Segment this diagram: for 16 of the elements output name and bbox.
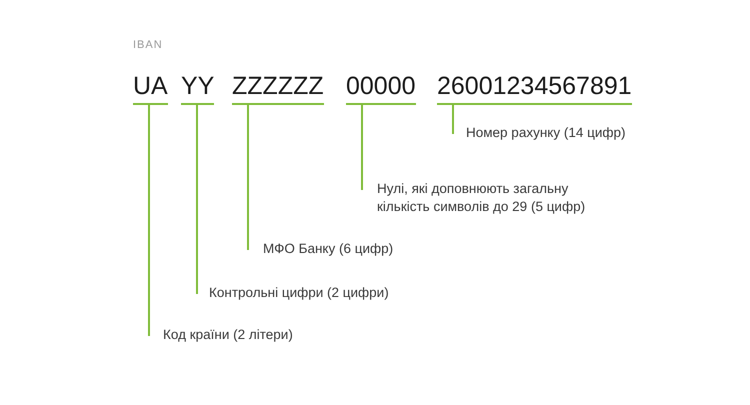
leader-line [196,104,198,294]
leader-line [148,104,150,336]
diagram-title: IBAN [133,39,163,52]
segment-description: Контрольні цифри (2 цифри) [209,284,389,302]
segment-description: МФО Банку (6 цифр) [263,240,394,258]
code-segment: 26001234567891 [437,74,632,105]
code-segment: YY [181,74,214,105]
leader-line [452,104,454,134]
segment-description: Код країни (2 літери) [163,326,293,344]
code-segment: ZZZZZZ [232,74,324,105]
code-segment: 00000 [346,74,416,105]
segment-description: Нулі, які доповнюють загальну кількість символів до 29 (5 цифр) [377,180,622,216]
leader-line [247,104,249,250]
segment-description: Номер рахунку (14 цифр) [466,124,626,142]
code-segment: UA [133,74,168,105]
leader-line [361,104,363,190]
